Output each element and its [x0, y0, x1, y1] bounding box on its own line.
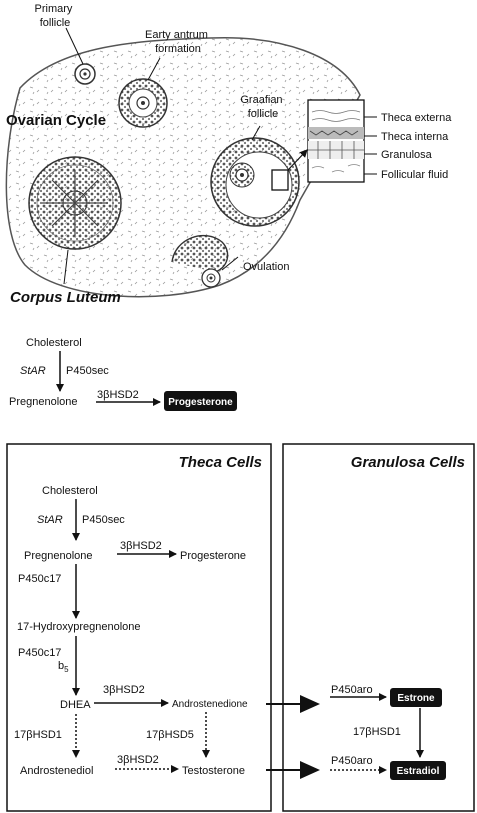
primary-follicle-drawing [74, 63, 96, 85]
corpus-luteum-label: Corpus Luteum [10, 289, 121, 306]
androstenediol-label: Androstenediol [20, 765, 93, 777]
inset-layer-label: Granulosa [381, 149, 433, 161]
star-label: StAR [37, 514, 63, 526]
p450sec-label: P450sec [66, 365, 109, 377]
hsd-label: 3βHSD2 [97, 389, 139, 401]
p450sec-label: P450sec [82, 514, 125, 526]
hsd17-1-label: 17βHSD1 [14, 729, 62, 741]
hydroxypregnenolone-label: 17-Hydroxypregnenolone [17, 621, 141, 633]
follicle-wall-inset [307, 99, 365, 183]
p450aro-label: P450aro [331, 755, 373, 767]
inset-layer-label: Theca externa [381, 112, 452, 124]
hsd17-1-label: 17βHSD1 [353, 726, 401, 738]
progesterone-pill [164, 391, 237, 411]
hsd-dhea-label: 3βHSD2 [103, 684, 145, 696]
p450c17-label: P450c17 [18, 573, 61, 585]
estradiol-label: Estradiol [397, 766, 440, 777]
hsd-adiol-label: 3βHSD2 [117, 754, 159, 766]
granulosa-pathway: P450aro Estrone 17βHSD1 P450aro Estradio… [330, 684, 446, 780]
ovarian-cycle-title: Ovarian Cycle [6, 112, 106, 129]
top-pathway: Cholesterol StAR P450sec Pregnenolone 3β… [9, 337, 237, 411]
granulosa-cells-box [282, 443, 475, 812]
b5-label: b5 [58, 660, 69, 674]
hsd-preg-label: 3βHSD2 [120, 540, 162, 552]
testosterone-label: Testosterone [182, 765, 245, 777]
pregnenolone-label: Pregnenolone [24, 550, 93, 562]
corpus-luteum-drawing [28, 156, 122, 250]
antrum-follicle-drawing [118, 78, 168, 128]
estrone-label: Estrone [397, 693, 435, 704]
ovulation-drawing [171, 234, 229, 288]
star-label: StAR [20, 365, 46, 377]
androstenedione-label: Androstenedione [172, 699, 248, 710]
p450c17-label: P450c17 [18, 647, 61, 659]
transfer-arrows [266, 695, 320, 779]
progesterone-label: Progesterone [180, 550, 246, 562]
progesterone-label: Progesterone [168, 397, 233, 408]
cholesterol-label: Cholesterol [26, 337, 82, 349]
inset-layer-label: Follicular fluid [381, 169, 448, 181]
estrone-pill [390, 688, 442, 707]
ovary-illustration [5, 27, 377, 298]
p450aro-label: P450aro [331, 684, 373, 696]
primary-follicle-label: Primary follicle [35, 3, 76, 29]
graafian-zoom-box [271, 169, 289, 191]
inset-layer-label: Theca interna [381, 131, 449, 143]
graafian-follicle-drawing [210, 137, 300, 227]
granulosa-cells-header: Granulosa Cells [351, 454, 465, 471]
estradiol-pill [390, 761, 446, 780]
antrum-label: Earty antrum formation [145, 29, 211, 55]
theca-cells-box [6, 443, 272, 812]
theca-pathway: Cholesterol StAR P450sec Pregnenolone 3β… [14, 485, 248, 777]
cholesterol-label: Cholesterol [42, 485, 98, 497]
ovulation-label: Ovulation [243, 261, 289, 273]
pregnenolone-label: Pregnenolone [9, 396, 78, 408]
theca-cells-header: Theca Cells [179, 454, 262, 471]
hsd17-5-label: 17βHSD5 [146, 729, 194, 741]
graafian-label: Graafian follicle [240, 94, 285, 120]
dhea-label: DHEA [60, 699, 91, 711]
